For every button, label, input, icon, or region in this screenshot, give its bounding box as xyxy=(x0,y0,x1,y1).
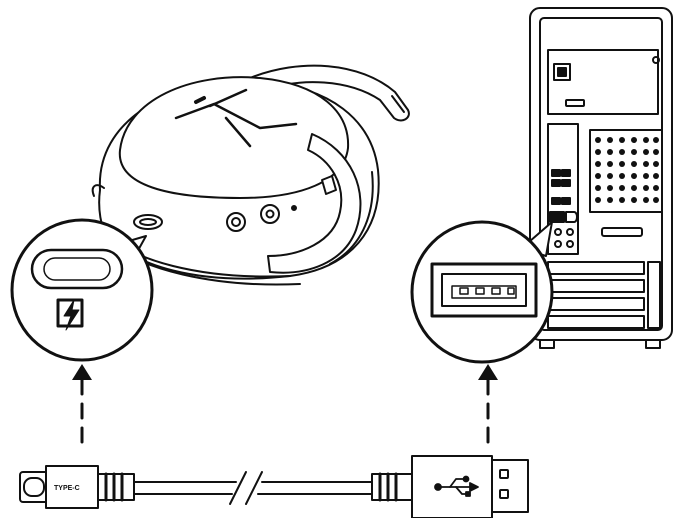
power-button xyxy=(260,204,280,224)
arrow-to-headset xyxy=(72,364,92,446)
headset-headband xyxy=(249,64,410,122)
led-indicator xyxy=(291,205,297,211)
headset-port-callout xyxy=(10,218,154,362)
headset-ear-cushion xyxy=(267,133,362,274)
fan-grille xyxy=(589,129,663,213)
type-c-label: TYPE-C xyxy=(54,485,80,492)
arrow-to-pc xyxy=(478,364,498,446)
pc-port-callout xyxy=(410,220,554,364)
usb-trident-icon xyxy=(434,475,479,497)
usb-cable: TYPE-C xyxy=(19,455,529,518)
power-supply xyxy=(547,49,659,115)
hyperx-logo xyxy=(174,88,298,148)
type-c-connector: TYPE-C xyxy=(19,465,135,509)
headset-earcup-cap xyxy=(118,76,350,199)
usb-c-port xyxy=(133,214,163,230)
io-panel xyxy=(547,123,579,255)
battery-charging-icon xyxy=(56,298,84,331)
cable-break-mark xyxy=(229,471,247,505)
usb-a-connector xyxy=(371,455,529,518)
usb-c-port-zoom xyxy=(30,248,124,290)
mic-mute-button xyxy=(226,212,246,232)
usb-a-port xyxy=(549,211,565,223)
